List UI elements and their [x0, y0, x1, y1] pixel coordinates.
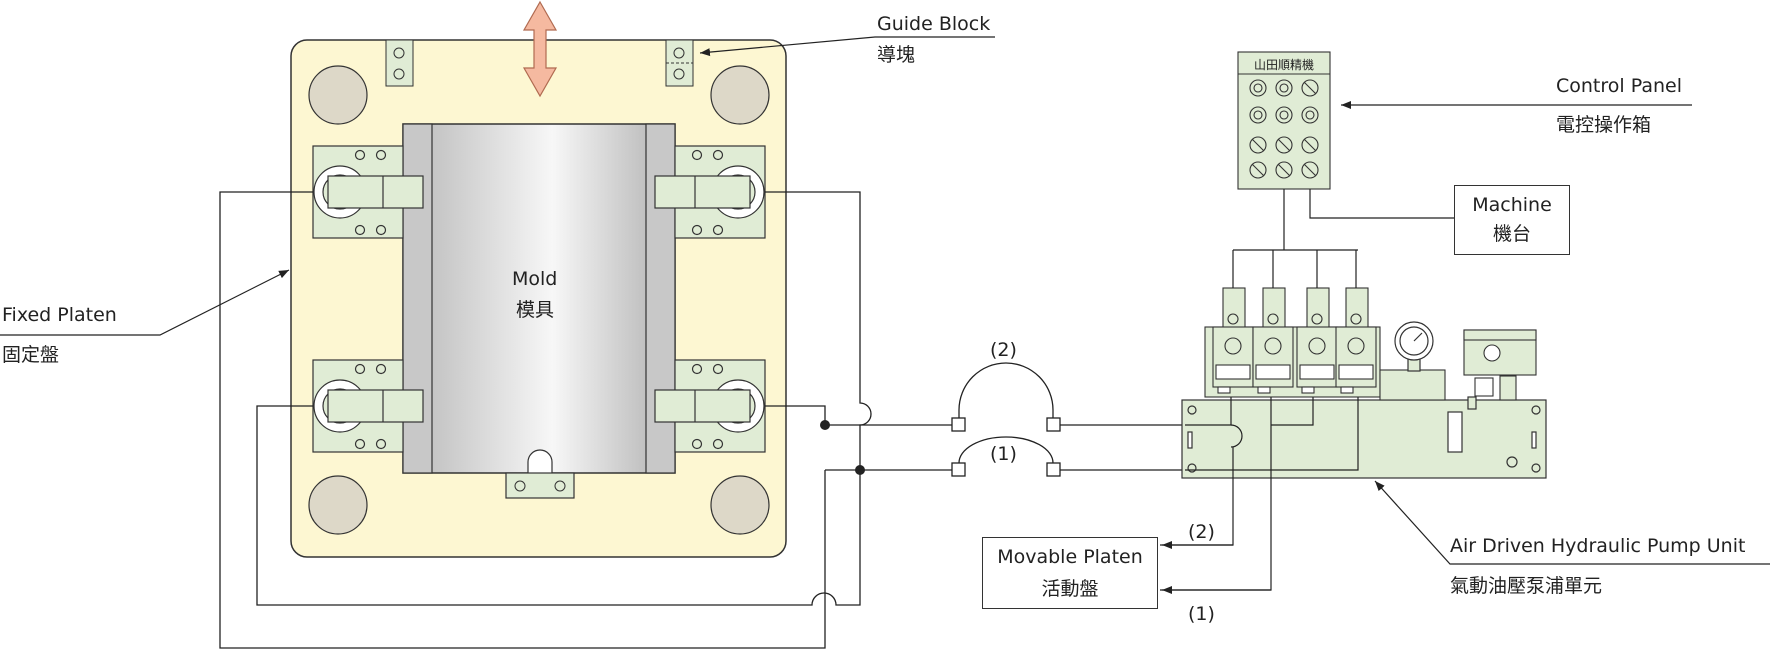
clamp-piping [219, 191, 955, 649]
pressure-gauge-icon [1394, 321, 1434, 372]
hose-label-2: (2) [990, 339, 1017, 361]
control-panel-label-zh: 電控操作箱 [1556, 114, 1652, 136]
mold [402, 123, 676, 499]
double-arrow-icon [522, 0, 558, 98]
hose-connectors [951, 362, 1061, 477]
mold-label-zh: 模具 [516, 299, 555, 321]
movable-platen-label-en: Movable Platen [997, 546, 1143, 568]
output-label-2: (2) [1188, 521, 1215, 543]
air-regulator [1463, 329, 1537, 401]
machine-box: Machine 機台 [1454, 185, 1570, 255]
guide-block-label-zh: 導塊 [877, 44, 916, 66]
pump-unit-label-zh: 氣動油壓泵浦單元 [1450, 575, 1603, 597]
control-panel-label-en: Control Panel [1556, 75, 1682, 97]
output-label-1: (1) [1188, 603, 1215, 625]
tie-bars [308, 65, 770, 535]
junction-node-1 [855, 465, 865, 475]
hose-label-1: (1) [990, 443, 1017, 465]
pump-feed-lines [1060, 424, 1185, 471]
movable-platen-box: Movable Platen 活動盤 [982, 537, 1158, 609]
movable-platen-label-zh: 活動盤 [1041, 578, 1099, 600]
guide-block-label-en: Guide Block [877, 13, 991, 35]
control-panel-knobs [1237, 51, 1331, 190]
leader-lines [0, 36, 1770, 565]
guide-block-left [385, 39, 414, 87]
clamp-bottom-right [654, 359, 766, 453]
pump-unit [1181, 396, 1547, 479]
machine-label-en: Machine [1472, 194, 1552, 216]
panel-brand: 山田順精機 [1254, 57, 1314, 72]
clamp-bottom-left [312, 359, 424, 453]
clamp-top-left [312, 145, 424, 239]
machine-label-zh: 機台 [1492, 223, 1531, 245]
pump-unit-label-en: Air Driven Hydraulic Pump Unit [1450, 535, 1746, 557]
clamp-top-right [654, 145, 766, 239]
fixed-platen-label-zh: 固定盤 [2, 344, 60, 366]
junction-node-2 [820, 420, 830, 430]
control-wiring [1232, 189, 1454, 288]
guide-block-right [665, 39, 694, 87]
mold-label-en: Mold [512, 268, 558, 290]
valve-bank [1204, 287, 1446, 401]
fixed-platen-label-en: Fixed Platen [2, 304, 117, 326]
